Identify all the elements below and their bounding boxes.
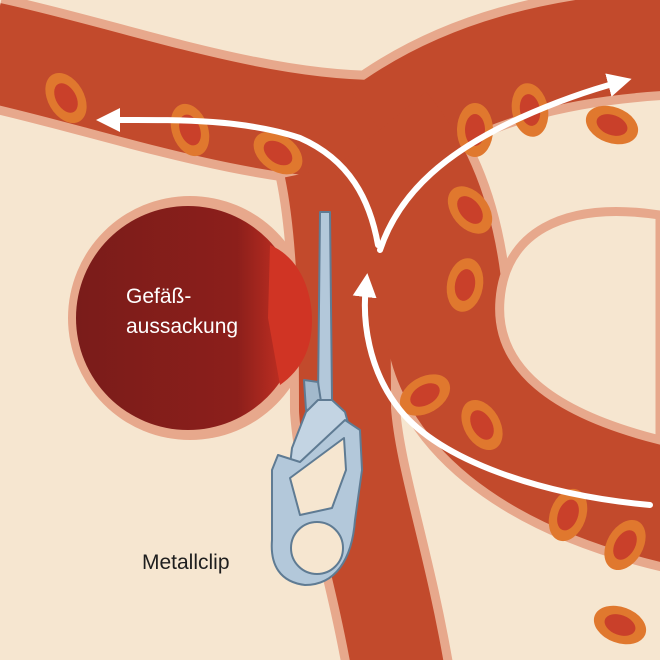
blood-cell-icon <box>548 488 588 542</box>
aneurysm-sac <box>76 206 312 430</box>
blood-cell-icon <box>461 399 503 451</box>
aneurysm-label-line2: aussackung <box>126 315 239 338</box>
blood-cells <box>45 72 647 645</box>
aneurysm-label: Gefäß- aussackung <box>126 282 238 342</box>
metal-clip-icon <box>270 211 363 586</box>
flow-arrow-icon <box>96 107 381 248</box>
blood-cell-icon <box>399 374 451 416</box>
blood-cell-icon <box>585 105 639 145</box>
blood-cell-icon <box>446 258 484 312</box>
blood-cell-icon <box>253 131 303 175</box>
vessel-loop-gap <box>495 207 660 445</box>
blood-cell-icon <box>447 186 493 234</box>
blood-cell-icon <box>593 605 647 645</box>
blood-cell-icon <box>45 72 87 124</box>
metal-clip-label: Metallclip <box>142 551 230 574</box>
flow-arrow-icon <box>352 273 653 508</box>
blood-cell-icon <box>604 519 646 571</box>
aneurysm-label-line1: Gefäß- <box>126 285 192 308</box>
flow-arrow-icon <box>377 73 632 253</box>
flow-arrows <box>96 73 653 508</box>
